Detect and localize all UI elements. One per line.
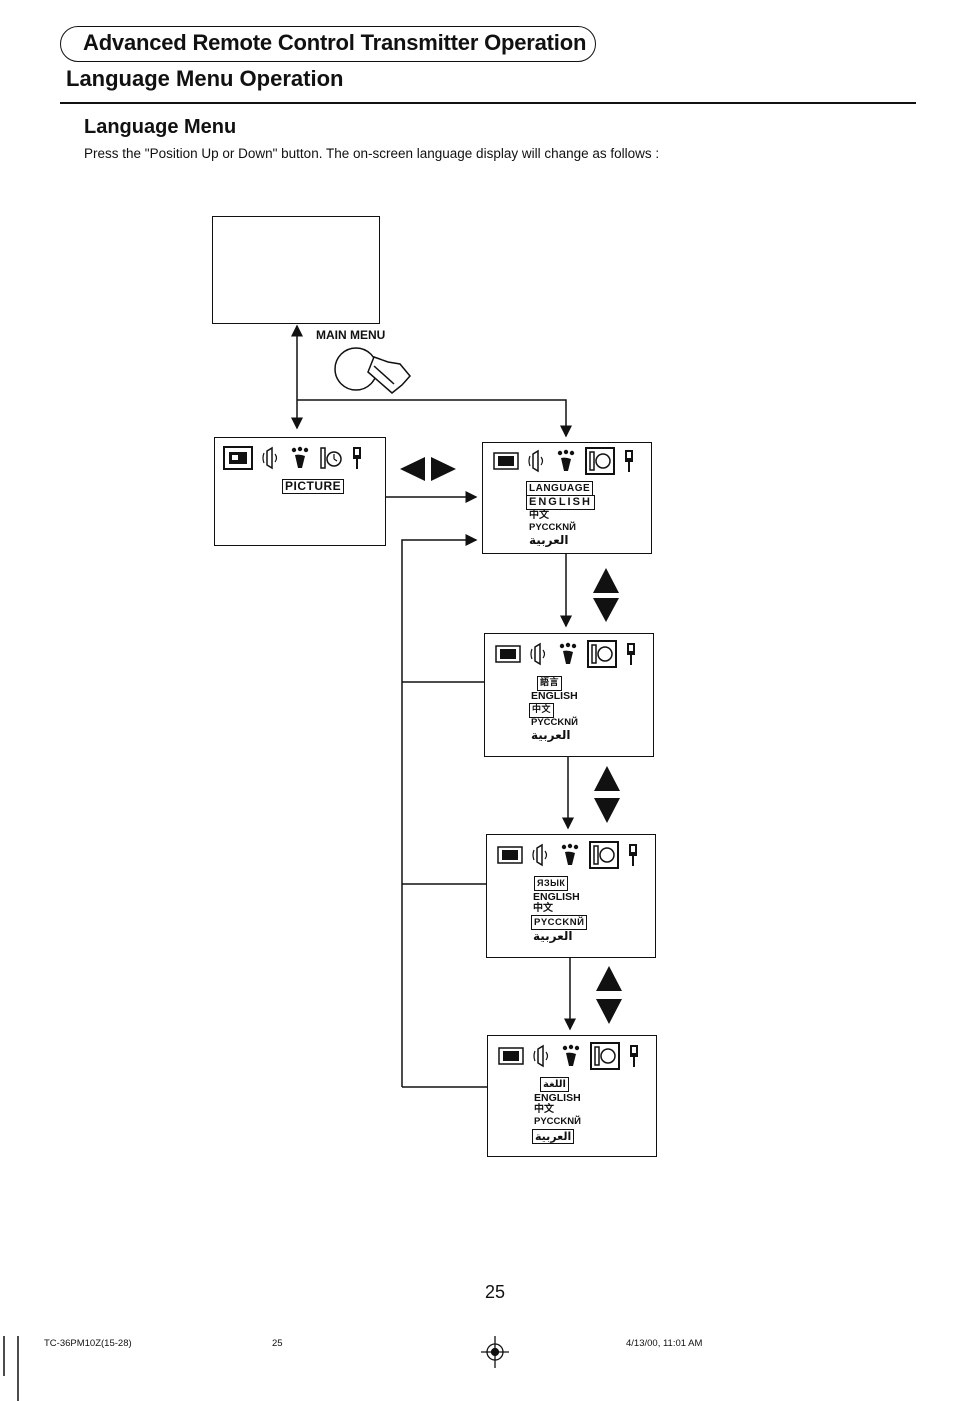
binding-marks: [3, 1336, 19, 1401]
registration-mark-icon: [481, 1336, 509, 1368]
sound-icon: [532, 843, 548, 867]
picture-menu-screen: PICTURE: [214, 437, 386, 546]
sheet-number: 25: [272, 1338, 283, 1349]
menu-icon-row: [223, 446, 363, 470]
timer-icon: [320, 447, 342, 469]
menu-title: LANGUAGE: [526, 481, 594, 496]
connector-icon: [353, 447, 361, 469]
timer-icon-selected: [589, 841, 619, 869]
blank-tv-screen: [212, 216, 380, 324]
menu-title: 語言: [537, 676, 563, 691]
menu-icon-row: [493, 447, 635, 475]
section-title: Advanced Remote Control Transmitter Oper…: [83, 30, 587, 55]
menu-icon-row: [497, 841, 639, 869]
setup-hand-icon: [559, 642, 577, 664]
menu-title: اللغة: [540, 1077, 569, 1092]
print-timestamp: 4/13/00, 11:01 AM: [626, 1338, 703, 1349]
doc-code: TC-36PM10Z(15-28): [44, 1338, 132, 1349]
language-screen-1: LANGUAGE ENGLISH 中文 PYCCKNЙ العربية: [482, 442, 652, 554]
setup-hand-icon: [562, 1044, 580, 1066]
language-screen-3: ЯЗЫК ENGLISH 中文 PYCCKNЙ العربية: [486, 834, 656, 958]
section-heading: Language Menu: [84, 116, 237, 138]
timer-icon-selected: [585, 447, 615, 475]
language-option: ENGLISH: [531, 690, 578, 702]
language-screen-4: اللغة ENGLISH 中文 PYCCKNЙ العربية: [487, 1035, 657, 1157]
main-menu-button-icon: [334, 347, 411, 394]
language-option: 中文: [534, 1104, 554, 1115]
setup-hand-icon: [557, 449, 575, 471]
language-option-selected: العربية: [532, 1129, 575, 1144]
connector-icon: [627, 643, 635, 665]
setup-hand-icon: [561, 843, 579, 865]
setup-hand-icon: [291, 446, 309, 468]
page-title: Language Menu Operation: [66, 66, 344, 91]
section-title-pill: Advanced Remote Control Transmitter Oper…: [60, 26, 596, 62]
picture-icon: [495, 645, 521, 663]
language-option-selected: 中文: [529, 703, 555, 718]
language-option: PYCCKNЙ: [531, 717, 578, 728]
instruction-text: Press the "Position Up or Down" button. …: [84, 146, 660, 161]
main-menu-label: MAIN MENU: [316, 328, 386, 342]
language-option-selected: PYCCKNЙ: [531, 915, 588, 930]
language-option: 中文: [533, 903, 553, 914]
sound-icon: [533, 1044, 549, 1068]
language-option-selected: ENGLISH: [526, 495, 595, 510]
language-option: العربية: [533, 929, 573, 943]
language-option: PYCCKNЙ: [529, 522, 576, 533]
menu-icon-row: [495, 640, 637, 668]
connector-icon: [630, 1045, 638, 1067]
language-screen-2: 語言 ENGLISH 中文 PYCCKNЙ العربية: [484, 633, 654, 757]
header-rule: [60, 102, 916, 104]
language-option: ENGLISH: [534, 1092, 581, 1104]
connector-icon: [625, 450, 633, 472]
page-number: 25: [485, 1282, 506, 1302]
timer-icon-selected: [590, 1042, 620, 1070]
menu-title: ЯЗЫК: [534, 876, 569, 891]
picture-icon: [498, 1047, 524, 1065]
sound-icon: [530, 642, 546, 666]
language-option: العربية: [529, 533, 569, 547]
language-option: ENGLISH: [533, 891, 580, 903]
language-option: PYCCKNЙ: [534, 1116, 581, 1127]
picture-icon: [493, 452, 519, 470]
timer-icon-selected: [587, 640, 617, 668]
picture-label: PICTURE: [282, 479, 345, 494]
picture-icon: [223, 446, 253, 470]
language-option: العربية: [531, 728, 571, 742]
picture-icon: [497, 846, 523, 864]
sound-icon: [262, 446, 278, 470]
left-right-arrows-icon: [400, 457, 456, 481]
language-option: 中文: [529, 510, 549, 521]
up-down-arrows-icon: [593, 568, 622, 1024]
sound-icon: [528, 449, 544, 473]
connector-icon: [629, 844, 637, 866]
menu-icon-row: [498, 1042, 640, 1070]
